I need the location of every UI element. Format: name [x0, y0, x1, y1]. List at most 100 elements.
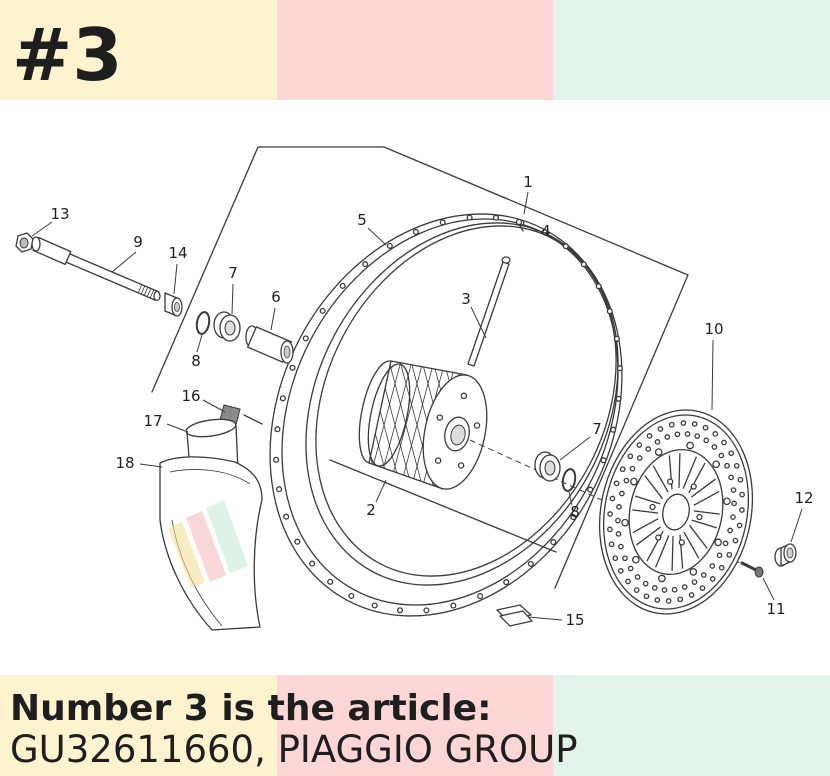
- callout-label-8-left: 8: [191, 352, 201, 370]
- rim-spoke-hole: [595, 283, 602, 290]
- callout-leader-2: [375, 479, 387, 503]
- brake-disc-hole: [691, 579, 698, 585]
- callout-leader-12: [790, 508, 803, 543]
- brake-disc-hole: [671, 586, 678, 593]
- callout-leader-1: [523, 191, 529, 215]
- brake-disc-hole: [619, 466, 626, 473]
- brake-disc-hole: [661, 587, 668, 593]
- brake-disc-hole: [625, 578, 631, 585]
- rim-spoke-hole: [327, 578, 334, 585]
- assembly-outline-lower-line: [329, 459, 557, 553]
- front-mudguard-edge: [169, 469, 251, 485]
- bearing-right-bore: [544, 460, 556, 476]
- brake-disc-hole: [702, 424, 709, 431]
- callout-label-14: 14: [168, 244, 187, 262]
- callout-leader-16: [202, 399, 226, 413]
- carrier-spoke-edge: [683, 531, 700, 559]
- callout-leader-5: [367, 227, 387, 246]
- hub-lattice-line: [485, 350, 525, 500]
- brake-disc-hole: [607, 526, 613, 533]
- carrier-spoke-edge: [652, 465, 669, 493]
- footer-band-pink: [277, 675, 553, 776]
- floating-disc-button: [631, 555, 640, 564]
- disc-mount-bolt-hole: [655, 534, 662, 541]
- disc-mount-bolt-hole: [678, 539, 685, 546]
- carrier-spoke-edge: [632, 518, 659, 533]
- hub-left-ring: [367, 363, 411, 467]
- brake-disc-hole: [657, 426, 664, 432]
- footer-band-mint: [553, 675, 830, 776]
- brake-disc-hole: [726, 551, 733, 558]
- floating-disc-button: [658, 574, 666, 583]
- rim-spoke-hole: [616, 365, 623, 372]
- watermark-stripe-yellow: [168, 522, 205, 588]
- rim-spoke-hole: [294, 538, 301, 545]
- brake-disc-hole: [718, 452, 725, 459]
- brake-disc-hole: [651, 585, 658, 591]
- valve-stem: [467, 256, 511, 367]
- brake-disc-hole: [627, 565, 634, 572]
- floating-disc-button: [686, 441, 694, 450]
- carrier-spoke-edge: [693, 491, 720, 506]
- axle-spacer-right-bore: [786, 547, 794, 559]
- disc-mount-bolt-hole: [690, 483, 697, 490]
- callout-label-11: 11: [766, 600, 785, 618]
- brake-disc-hole: [716, 552, 723, 559]
- watermark-logo: [168, 500, 248, 588]
- carrier-spoke-edge: [691, 519, 717, 529]
- brake-disc-hole: [727, 527, 733, 534]
- brake-disc-center-bore: [662, 493, 690, 531]
- rim-spoke-hole: [600, 457, 607, 464]
- rim-spoke-hole: [283, 513, 290, 520]
- header-band-yellow: [0, 0, 277, 100]
- rim-spoke-hole: [396, 607, 404, 614]
- callout-leader-3: [470, 306, 487, 339]
- brake-disc-hole: [736, 522, 743, 529]
- brake-disc-hole: [711, 444, 718, 450]
- brake-disc-hole: [619, 490, 625, 497]
- callout-label-13: 13: [50, 205, 69, 223]
- callout-label-4: 4: [541, 222, 551, 240]
- brake-disc-drill-holes: [607, 420, 745, 604]
- carrier-spoke-edge: [682, 456, 697, 489]
- rim-spoke-hole: [276, 486, 283, 493]
- rim-spoke-hole: [541, 229, 548, 236]
- rim-spoke-hole: [527, 560, 534, 567]
- rim-spoke-hole: [423, 607, 430, 614]
- brake-disc-hole: [645, 446, 652, 452]
- brake-disc-hole: [617, 567, 624, 574]
- carrier-spoke-edge: [635, 495, 661, 505]
- brake-disc-hole: [615, 517, 621, 524]
- brake-disc-hole: [703, 437, 710, 444]
- brake-disc-hole: [694, 433, 701, 439]
- brake-disc-hole: [654, 439, 661, 445]
- callout-leader-4: [525, 225, 539, 232]
- header-band-pink: [277, 0, 553, 100]
- wheel-axle: [31, 236, 161, 302]
- callout-leader-11: [762, 577, 775, 601]
- rim-spoke-hole: [362, 261, 369, 268]
- rim-spoke-hole: [439, 219, 446, 226]
- brake-disc-hole: [709, 576, 716, 582]
- disc-mount-bolt-hole: [649, 503, 656, 511]
- brake-disc-hole: [699, 585, 706, 591]
- brake-disc-hole: [691, 421, 698, 427]
- rim-spoke-hole: [386, 242, 393, 249]
- rim-inner-lip: [305, 222, 619, 586]
- bearing-left-bore: [224, 320, 236, 336]
- balance-weight: [496, 604, 533, 627]
- brake-disc-hole: [730, 514, 736, 520]
- callout-label-2: 2: [366, 501, 376, 519]
- rim-spoke-hole: [348, 592, 355, 599]
- brake-disc-hole: [724, 462, 730, 469]
- circlip-left: [195, 311, 211, 335]
- callout-label-5: 5: [357, 211, 367, 229]
- assembly-outline-axle-line: [243, 414, 263, 425]
- brake-disc-hole: [608, 541, 615, 548]
- brake-disc-hole: [646, 433, 653, 439]
- floating-disc-button: [654, 448, 663, 456]
- brake-disc-hole: [612, 555, 619, 562]
- brake-disc-hole: [642, 580, 649, 587]
- brake-disc-hole: [665, 598, 672, 604]
- brake-disc-hole: [633, 587, 640, 593]
